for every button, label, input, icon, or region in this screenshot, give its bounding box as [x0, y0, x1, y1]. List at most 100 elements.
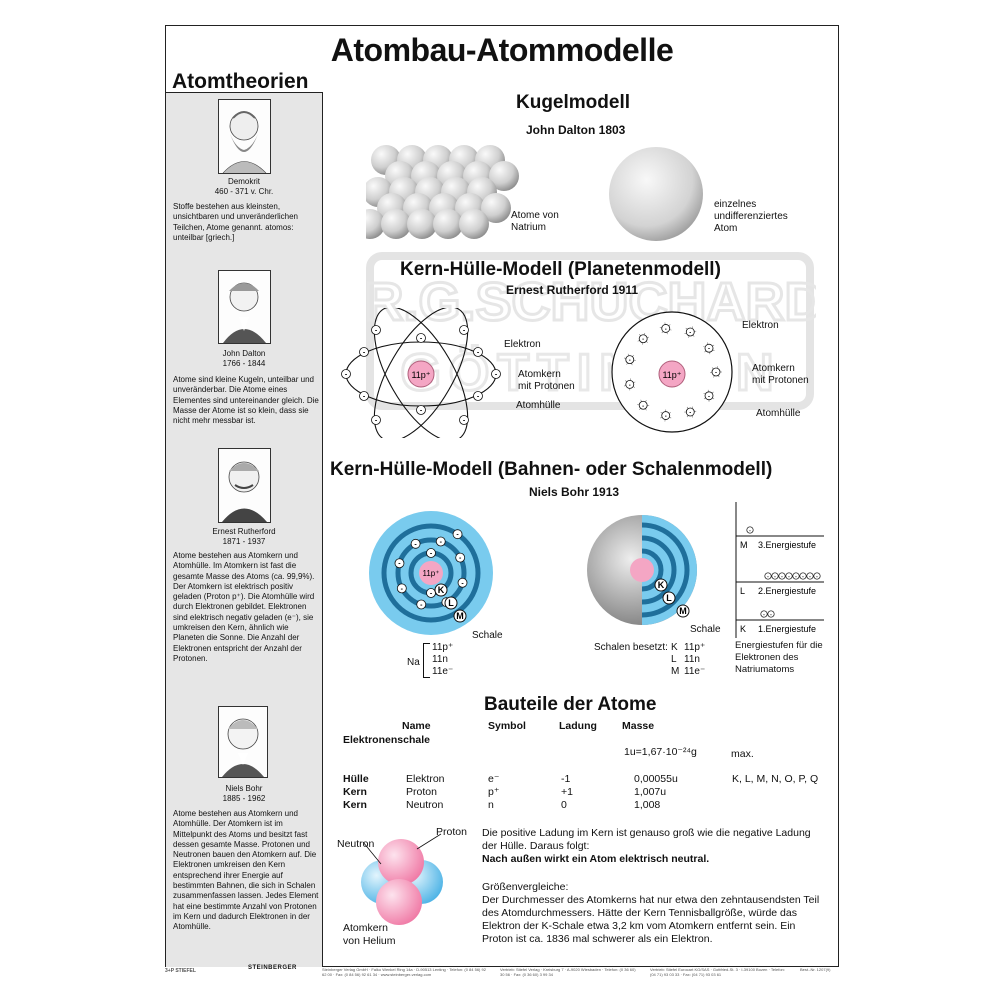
- cloud-electron-11: [704, 343, 714, 353]
- energy-electron-sign-5: -: [788, 574, 790, 580]
- nucleus-cloud-label: 11p⁺: [662, 370, 681, 380]
- bohr-electron-sign-3: -: [440, 539, 443, 546]
- cloud-electron-sign-10: -: [689, 330, 691, 336]
- cut-shell-l: L: [666, 593, 672, 603]
- text-demokrit: Stoffe bestehen aus kleinsten, unsichtba…: [173, 202, 298, 242]
- planet-title: Kern-Hülle-Modell (Planetenmodell): [400, 259, 721, 280]
- label-schale-2: Schale: [690, 624, 721, 635]
- footer-col2: Vertrieb: Stiefel Verlag · Kreisburg 7 ·…: [500, 967, 636, 977]
- bohr-electron-sign-9: -: [398, 561, 401, 568]
- energy-l-letter: L: [740, 586, 745, 596]
- cloud-electron-sign-11: -: [708, 347, 710, 353]
- planet-electron-3: [341, 369, 351, 379]
- cloud-electron-sign-6: -: [629, 383, 631, 389]
- energy-electron-8: [806, 572, 814, 580]
- bohr-electron-sign-7: -: [420, 602, 423, 609]
- unit-definition: 1u=1,67·10⁻²⁴g: [624, 746, 697, 758]
- para-charge-bold: Nach außen wirkt ein Atom elektrisch neu…: [482, 853, 710, 865]
- planet-electron-sign-6: -: [463, 418, 466, 425]
- bohr-title: Kern-Hülle-Modell (Bahnen- oder Schalenm…: [330, 459, 773, 480]
- table-cell-r1-c2: Elektron: [406, 773, 445, 785]
- energy-electron-sign-1: -: [749, 528, 751, 534]
- cut-shell-m: M: [679, 606, 687, 616]
- energy-electron-sign-7: -: [802, 574, 804, 580]
- cloud-electron-9: [661, 324, 671, 333]
- table-cell-r2-c5: 1,007u: [634, 786, 667, 798]
- table-cell-r3-c4: 0: [561, 799, 567, 811]
- proton-ball-2: [376, 879, 422, 925]
- planet-electron-sign-7: -: [420, 336, 423, 343]
- bohr-cutaway-sphere: K L M: [587, 515, 697, 625]
- bohr-electron-sign-10: -: [414, 541, 417, 548]
- kugel-title: Kugelmodell: [516, 92, 631, 113]
- energy-electron-10: [760, 610, 768, 618]
- bauteile-title: Bauteile der Atome: [484, 694, 657, 715]
- cloud-electron-7: [625, 355, 635, 365]
- text-bohr: Atome bestehen aus Atomkern und Atomhüll…: [173, 809, 319, 932]
- planet-electron-12: [473, 391, 483, 401]
- table-cell-r3-c2: Neutron: [406, 799, 444, 811]
- planet-electron-8: [416, 405, 426, 415]
- energy-m-label: 3.Energiestufe: [758, 540, 816, 550]
- label-na: Na: [407, 657, 420, 668]
- footer-col1: Steinberger Verlag GmbH · Falko Wenkel R…: [322, 967, 486, 977]
- footer-logo: STEINBERGER: [248, 965, 297, 971]
- planet-electron-sign-3: -: [345, 372, 348, 379]
- planet-electron-7: [416, 333, 426, 343]
- label-atome-natrium: Atome von Natrium: [511, 210, 559, 233]
- besetzt-l-val: 11n: [684, 654, 700, 665]
- energy-l-label: 2.Energiestufe: [758, 586, 816, 596]
- table-cell-r2-c2: Proton: [406, 786, 437, 798]
- cloud-electron-sign-9: -: [665, 327, 667, 333]
- energy-electron-1: [746, 526, 754, 534]
- energy-k-label: 1.Energiestufe: [758, 624, 816, 634]
- label-elektron-1: Elektron: [504, 339, 541, 350]
- table-cell-r1-c1: Hülle: [343, 773, 369, 785]
- energy-electron-4: [778, 572, 786, 580]
- cloud-electron-8: [638, 334, 648, 344]
- bohr-electron-10: [410, 538, 421, 549]
- bohr-electron-sign-2: -: [430, 591, 433, 598]
- shell-label-l: L: [448, 598, 454, 608]
- cloud-electron-sign-3: -: [689, 411, 691, 417]
- text-dalton: Atome sind kleine Kugeln, unteilbar und …: [173, 375, 319, 426]
- shell-label-k: K: [438, 585, 445, 595]
- energy-electron-sign-9: -: [816, 574, 818, 580]
- bohr-electron-11: [452, 529, 463, 540]
- sodium-atom-ball-25: [459, 209, 489, 239]
- sodium-atom-ball-23: [407, 209, 437, 239]
- label-atomhuelle-1: Atomhülle: [516, 400, 561, 411]
- portrait-rutherford: [218, 448, 271, 523]
- dates-demokrit: 460 - 371 v. Chr.: [214, 187, 274, 196]
- planet-electron-sign-11: -: [363, 394, 366, 401]
- helium-nucleus-diagram: [361, 833, 443, 925]
- energy-m-letter: M: [740, 540, 748, 550]
- bohr-electron-sign-8: -: [401, 586, 404, 593]
- cloud-electron-sign-1: -: [715, 371, 717, 377]
- cloud-electron-1: [711, 367, 721, 377]
- label-proton: Proton: [436, 826, 467, 838]
- table-cell-r3-c3: n: [488, 799, 494, 811]
- besetzt-l: L: [671, 654, 677, 665]
- cloud-electron-sign-2: -: [708, 394, 710, 400]
- energy-electron-sign-4: -: [781, 574, 783, 580]
- cloud-electron-sign-4: -: [665, 414, 667, 420]
- cloud-electron-sign-7: -: [629, 358, 631, 364]
- table-cell-r1-c6: K, L, M, N, O, P, Q: [732, 773, 819, 785]
- watermark-text-line1: DR.G.SCHUCHARDT: [366, 272, 816, 332]
- energy-electron-3: [771, 572, 779, 580]
- para-size-head: Größenvergleiche:: [482, 881, 569, 893]
- planet-electron-sign-2: -: [463, 328, 466, 335]
- cloud-electron-sign-5: -: [642, 404, 644, 410]
- energy-electron-sign-8: -: [809, 574, 811, 580]
- bohr-electron-5: [457, 577, 468, 588]
- footer-left: 3+P STIEFEL: [165, 968, 196, 974]
- planet-electron-sign-10: -: [477, 350, 480, 357]
- para-size: Der Durchmesser des Atomkerns hat nur et…: [482, 894, 820, 945]
- energy-electron-5: [785, 572, 793, 580]
- nucleus-cloud-diagram: ----------- 11p⁺: [611, 311, 733, 433]
- planet-electron-sign-1: -: [375, 328, 378, 335]
- table-cell-r2-c1: Kern: [343, 786, 367, 798]
- energy-electron-sign-10: -: [763, 612, 765, 618]
- max-label: max.: [731, 748, 754, 760]
